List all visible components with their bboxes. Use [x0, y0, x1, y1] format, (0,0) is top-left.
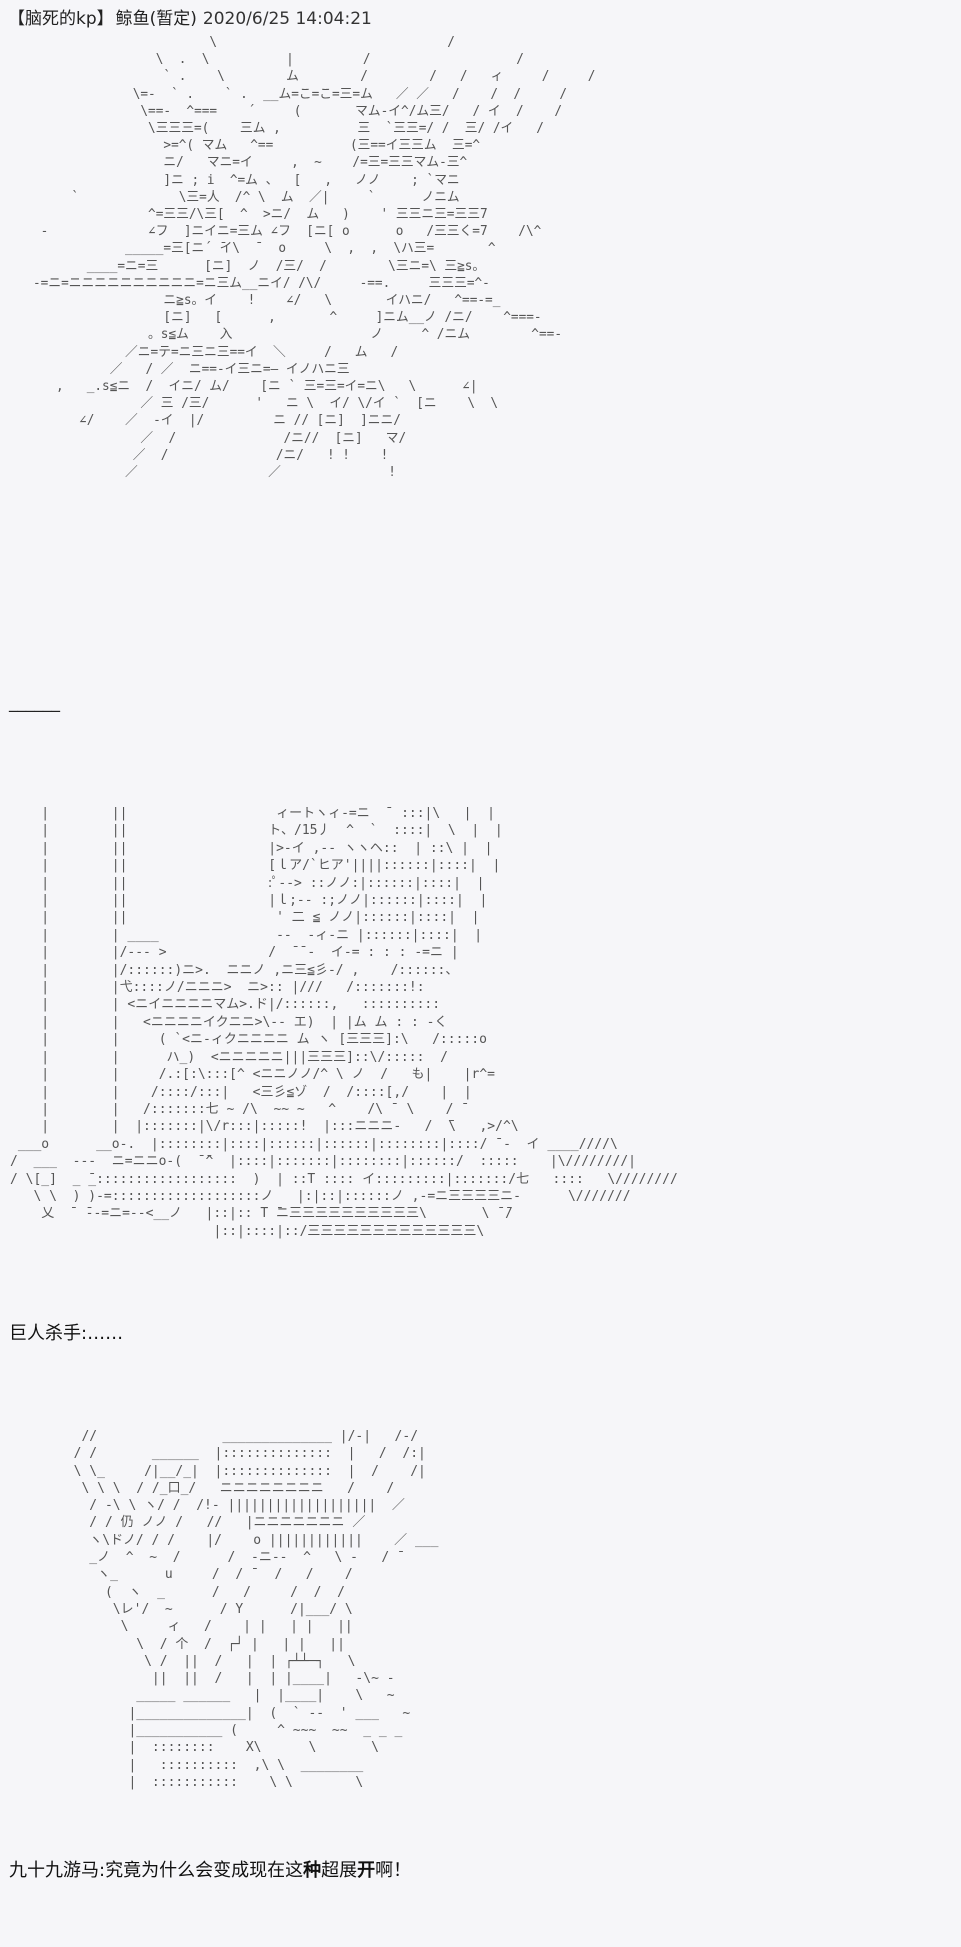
post-timestamp: 2020/6/25 14:04:21 [202, 9, 372, 29]
ascii-art-illustration: | || ィートヽィ-=ニ ̄ :::|\ | | | || ト、/15丿 ^ … [10, 806, 678, 1239]
post-header: 【脑死的kp】鲸鱼(暂定)2020/6/25 14:04:21 [8, 8, 372, 30]
ascii-art-explosion: \ / \ . \ | / / ` . \ ム / / / ィ / / \=- … [32, 35, 596, 481]
author-name: 鲸鱼(暂定) [115, 9, 197, 29]
dialogue-text: 巨人杀手:…… [9, 1323, 124, 1344]
dialogue-bold-2: 开 [357, 1860, 376, 1881]
dialogue-line-yuma: 九十九游马:究竟为什么会变成现在这种超展开啊！ [9, 1859, 411, 1883]
dialogue-text-prefix: 九十九游马:究竟为什么会变成现在这 [9, 1860, 304, 1881]
dialogue-bold-1: 种 [303, 1860, 322, 1881]
dialogue-line-giant-killer: 巨人杀手:…… [9, 1322, 123, 1346]
section-separator: ______ [9, 693, 60, 713]
post-title: 【脑死的kp】 [8, 9, 114, 29]
dialogue-text-mid: 超展 [321, 1860, 358, 1881]
ascii-art-scene: // ______________ |/-| /-/ / / ______ |:… [73, 1429, 439, 1790]
dialogue-text-suffix: 啊！ [375, 1860, 412, 1881]
